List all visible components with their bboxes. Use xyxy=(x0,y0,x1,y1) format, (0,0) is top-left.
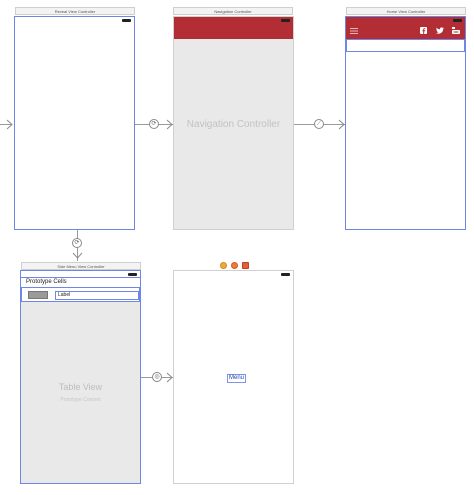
entry-arrowhead xyxy=(6,119,13,130)
battery-icon xyxy=(281,19,290,22)
view-controller-dock-icon[interactable] xyxy=(220,262,227,269)
segue-reveal-to-sidemenu-arrowhead xyxy=(72,252,83,259)
home-view-controller[interactable] xyxy=(345,16,466,230)
first-responder-dock-icon[interactable] xyxy=(231,262,238,269)
battery-icon xyxy=(122,19,131,22)
segue-reveal-to-nav-arrowhead xyxy=(166,119,173,130)
menu-label[interactable]: Menu xyxy=(227,374,247,383)
cell-image-view[interactable] xyxy=(28,291,48,299)
navigation-controller-placeholder: Navigation Controller xyxy=(186,119,281,130)
menu-view-controller[interactable]: Menu xyxy=(173,270,294,484)
reveal-scene-title[interactable]: Reveal View Controller xyxy=(15,7,135,15)
prototype-cells-header: Prototype Cells xyxy=(26,279,67,285)
home-scene-title[interactable]: Home View Controller xyxy=(346,7,466,15)
prototype-content-placeholder: Prototype Content xyxy=(60,397,101,403)
youtube-icon[interactable] xyxy=(452,27,460,34)
segue-nav-to-home-badge[interactable]: ⟋ xyxy=(314,119,324,129)
navigation-bar xyxy=(174,17,293,39)
side-menu-view-controller[interactable]: Prototype Cells Label Table View Prototy… xyxy=(20,270,141,484)
entry-arrow-line xyxy=(0,124,12,125)
home-container-view[interactable] xyxy=(346,39,465,52)
segue-reveal-to-sidemenu-badge[interactable]: ⟳ xyxy=(72,238,82,248)
exit-dock-icon[interactable] xyxy=(242,262,249,269)
table-view-placeholder: Table View xyxy=(58,382,103,392)
cell-label[interactable]: Label xyxy=(55,291,139,300)
navigation-controller[interactable]: Navigation Controller xyxy=(173,16,294,230)
table-view[interactable]: Table View Prototype Content xyxy=(21,302,140,483)
hamburger-menu-icon[interactable] xyxy=(350,28,358,34)
battery-icon xyxy=(128,273,137,276)
segue-nav-to-home-arrowhead xyxy=(338,119,345,130)
facebook-icon[interactable] xyxy=(420,27,427,34)
battery-icon xyxy=(281,273,290,276)
sidemenu-scene-title[interactable]: Side Menu View Controller xyxy=(21,262,141,270)
segue-reveal-to-nav-badge[interactable]: ⟳ xyxy=(149,119,159,129)
segue-sidemenu-to-menu-badge[interactable]: ◎ xyxy=(152,372,162,382)
segue-sidemenu-to-menu-arrowhead xyxy=(166,372,173,383)
reveal-view-controller[interactable] xyxy=(14,16,135,230)
twitter-icon[interactable] xyxy=(436,27,444,34)
navigation-scene-title[interactable]: Navigation Controller xyxy=(173,7,293,15)
battery-icon xyxy=(453,19,462,22)
prototype-cell[interactable]: Label xyxy=(21,287,140,302)
home-navigation-bar xyxy=(346,17,465,39)
table-header-separator xyxy=(21,277,140,278)
